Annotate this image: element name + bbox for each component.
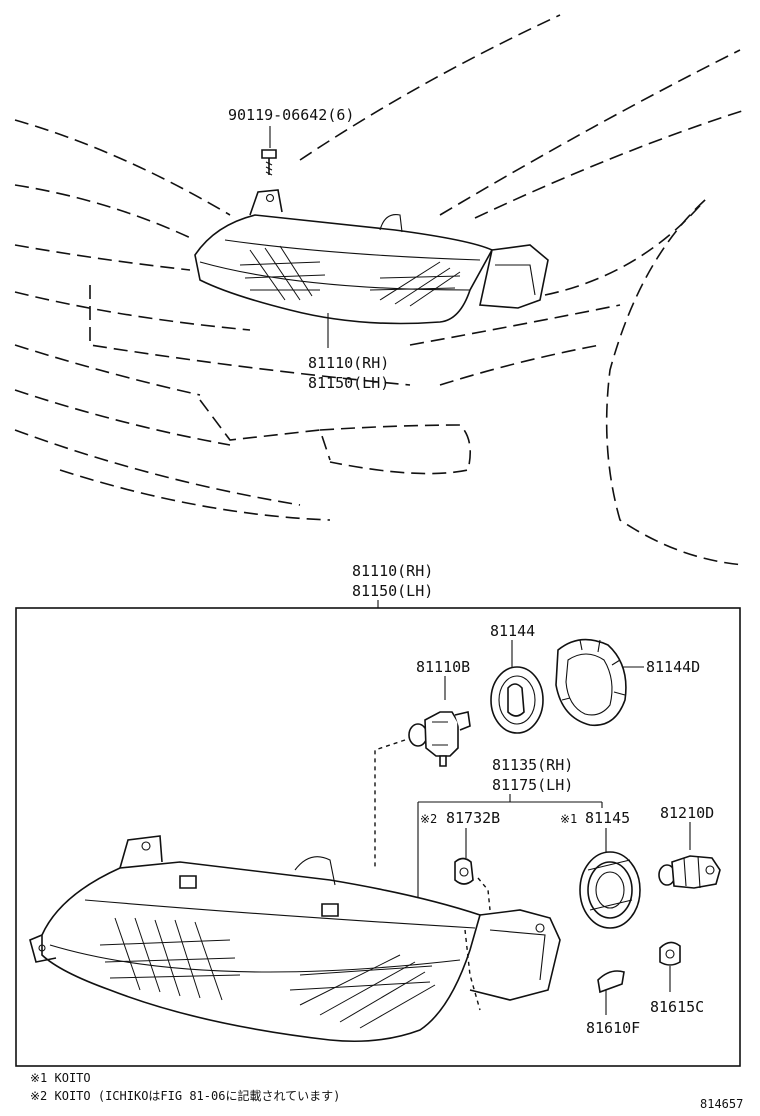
socket-large [579,851,641,929]
retainer-ring-label: 81144D [646,658,700,676]
socket-small [454,857,474,885]
footnote-2: ※2 KOITO (ICHIKOはFIG 81-06に記載されています) [30,1088,340,1103]
mark-1: ※1 [560,812,577,826]
detail-assembly-lh-label: 81150(LH) [352,582,433,600]
sub-assembly-rh-label: 81135(RH) [492,756,573,774]
retainer-ring [555,638,627,727]
figure-id: 814657 [700,1097,743,1111]
detail-frame [15,607,741,1067]
bulb-h4 [408,711,471,767]
bulb-small [658,855,721,889]
socket-cover [490,666,544,734]
socket-clip [659,941,681,966]
socket-small-label: 81732B [446,809,500,827]
top-headlamp [194,126,549,348]
top-assembly-rh-label: 81110(RH) [308,354,389,372]
sub-assembly-lh-label: 81175(LH) [492,776,573,794]
top-assembly-lh-label: 81150(LH) [308,374,389,392]
footnote-1: ※1 KOITO [30,1071,91,1085]
reflector [597,970,625,994]
vehicle-body-outline [14,14,746,566]
bolt-label: 90119-06642(6) [228,106,354,124]
reflector-label: 81610F [586,1019,640,1037]
socket-cover-label: 81144 [490,622,535,640]
socket-large-label: 81145 [585,809,630,827]
bulb-small-label: 81210D [660,804,714,822]
mark-2: ※2 [420,812,437,826]
detail-assembly-rh-label: 81110(RH) [352,562,433,580]
detail-headlamp [29,835,561,1042]
socket-clip-label: 81615C [650,998,704,1016]
bulb-label: 81110B [416,658,470,676]
